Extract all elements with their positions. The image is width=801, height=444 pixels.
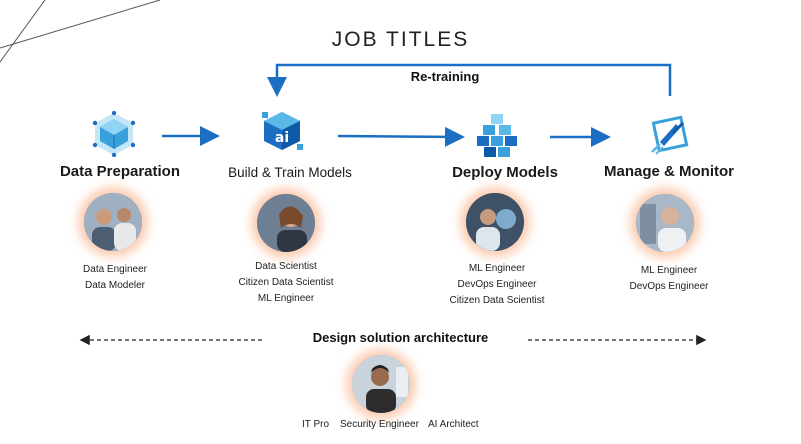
roles-manage-monitor: ML Engineer DevOps Engineer [609, 263, 729, 295]
avatar-deploy-models [466, 193, 524, 251]
role-item: Citizen Data Scientist [238, 277, 334, 288]
role-item: ML Engineer [468, 263, 526, 274]
role-item: Data Engineer [83, 264, 147, 275]
rocket-monitor-icon [646, 112, 692, 158]
roles-build-train: Data Scientist Citizen Data Scientist ML… [226, 259, 346, 307]
stage-title-data-preparation: Data Preparation [59, 163, 181, 180]
design-role-security-engineer: Security Engineer [340, 419, 419, 430]
avatar-design-architecture [352, 355, 410, 413]
roles-deploy-models: ML Engineer DevOps Engineer Citizen Data… [437, 261, 557, 309]
role-item: ML Engineer [640, 265, 698, 276]
design-architecture-label: Design solution architecture [312, 330, 489, 345]
page-title: JOB TITLES [331, 28, 470, 51]
stage-title-build-train: Build & Train Models [228, 165, 352, 180]
stage-title-manage-monitor: Manage & Monitor [604, 163, 734, 180]
cube-network-icon [91, 110, 137, 158]
role-item: Citizen Data Scientist [449, 295, 545, 306]
retraining-label: Re-training [410, 69, 480, 84]
retraining-arrow [267, 63, 672, 97]
role-item: DevOps Engineer [629, 281, 709, 292]
avatar-data-preparation [84, 193, 142, 251]
roles-data-preparation: Data Engineer Data Modeler [55, 262, 175, 294]
role-item: ML Engineer [257, 293, 315, 304]
avatar-build-train [257, 194, 315, 252]
ai-cube-icon: ai [259, 108, 305, 154]
role-item: Data Modeler [84, 280, 146, 291]
stage-title-deploy-models: Deploy Models [452, 164, 558, 181]
arrow-build-to-deploy [337, 126, 465, 147]
role-item: DevOps Engineer [457, 279, 537, 290]
stacked-blocks-icon [474, 112, 520, 158]
design-role-ai-architect: AI Architect [428, 419, 479, 430]
avatar-manage-monitor [636, 194, 694, 252]
design-role-it-pro: IT Pro [302, 419, 330, 430]
role-item: Data Scientist [255, 261, 317, 272]
corner-decoration [0, 0, 161, 63]
svg-text:ai: ai [275, 130, 289, 146]
